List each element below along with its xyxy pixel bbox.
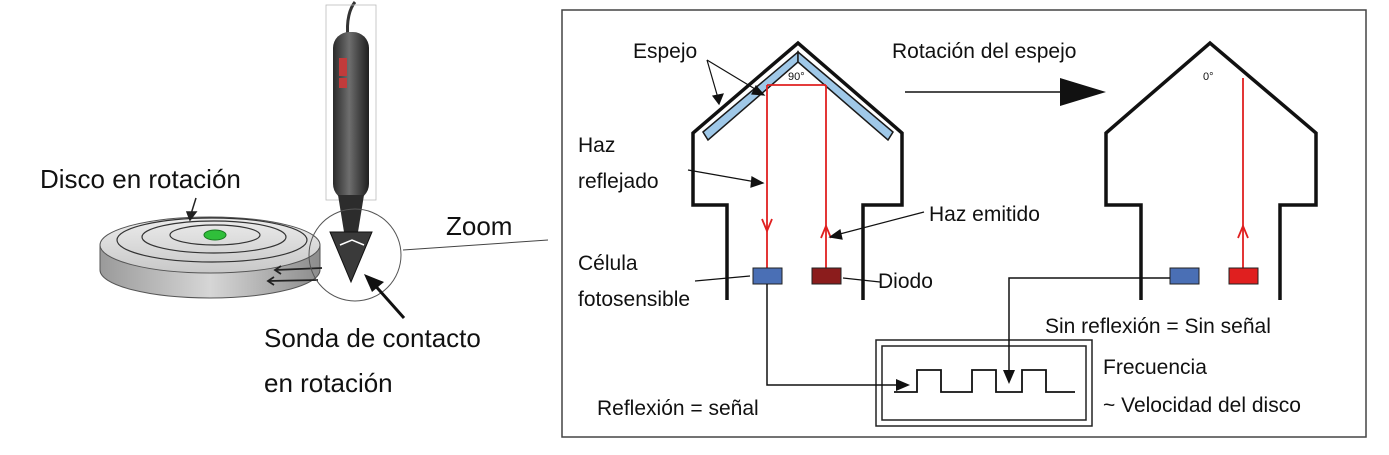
- photocell-rotated: [1169, 267, 1200, 285]
- housing-reflecting: [691, 40, 904, 300]
- probe-label-line2: en rotación: [264, 368, 393, 398]
- photocell-label-line2: fotosensible: [578, 288, 690, 311]
- probe-label-line1: Sonda de contacto: [264, 323, 481, 353]
- diode-rotated: [1228, 267, 1259, 285]
- emitted-beam-unreflected: [1237, 78, 1249, 268]
- disk-rotation-arrows: [266, 265, 323, 286]
- angle-rotated: 0°: [1203, 71, 1214, 83]
- probe-label-pointer: [364, 274, 406, 319]
- zoom-connector-line: [402, 239, 549, 251]
- mirror-label: Espejo: [633, 40, 697, 63]
- no-reflection-signal-connector: [1003, 277, 1170, 384]
- no-reflection-label: Sin reflexión = Sin señal: [1045, 315, 1271, 338]
- angle-reflecting: 90°: [788, 71, 805, 83]
- square-wave-signal: [894, 369, 1075, 393]
- detail-panel: [561, 9, 1367, 438]
- signal-box: [875, 339, 1093, 427]
- photocell-reflecting: [752, 267, 783, 285]
- frequency-label-line2: ~ Velocidad del disco: [1103, 394, 1301, 417]
- contact-probe: [325, 1, 377, 284]
- rotation-label: Rotación del espejo: [892, 40, 1076, 63]
- rotation-arrow: [905, 78, 1106, 106]
- diode-reflecting: [811, 267, 842, 285]
- disk-label-pointer: [185, 197, 198, 222]
- reflected-beam-label-line1: Haz: [578, 134, 615, 157]
- reflection-label: Reflexión = señal: [597, 397, 759, 420]
- annotation-pointers: [687, 59, 925, 283]
- diode-label: Diodo: [878, 270, 933, 293]
- frequency-label-line1: Frecuencia: [1103, 356, 1207, 379]
- mirror: [702, 50, 894, 142]
- disk-label: Disco en rotación: [40, 164, 241, 194]
- zoom-label: Zoom: [446, 211, 512, 241]
- reflected-beam: [761, 84, 832, 268]
- disk-center-marker: [203, 229, 227, 241]
- zoom-circle: [308, 208, 402, 302]
- emitted-beam-label: Haz emitido: [929, 203, 1040, 226]
- housing-rotated: [1104, 40, 1318, 300]
- photocell-label-line1: Célula: [578, 252, 638, 275]
- reflection-signal-connector: [766, 284, 910, 391]
- reflected-beam-label-line2: reflejado: [578, 170, 659, 193]
- rotating-disk: [99, 216, 323, 299]
